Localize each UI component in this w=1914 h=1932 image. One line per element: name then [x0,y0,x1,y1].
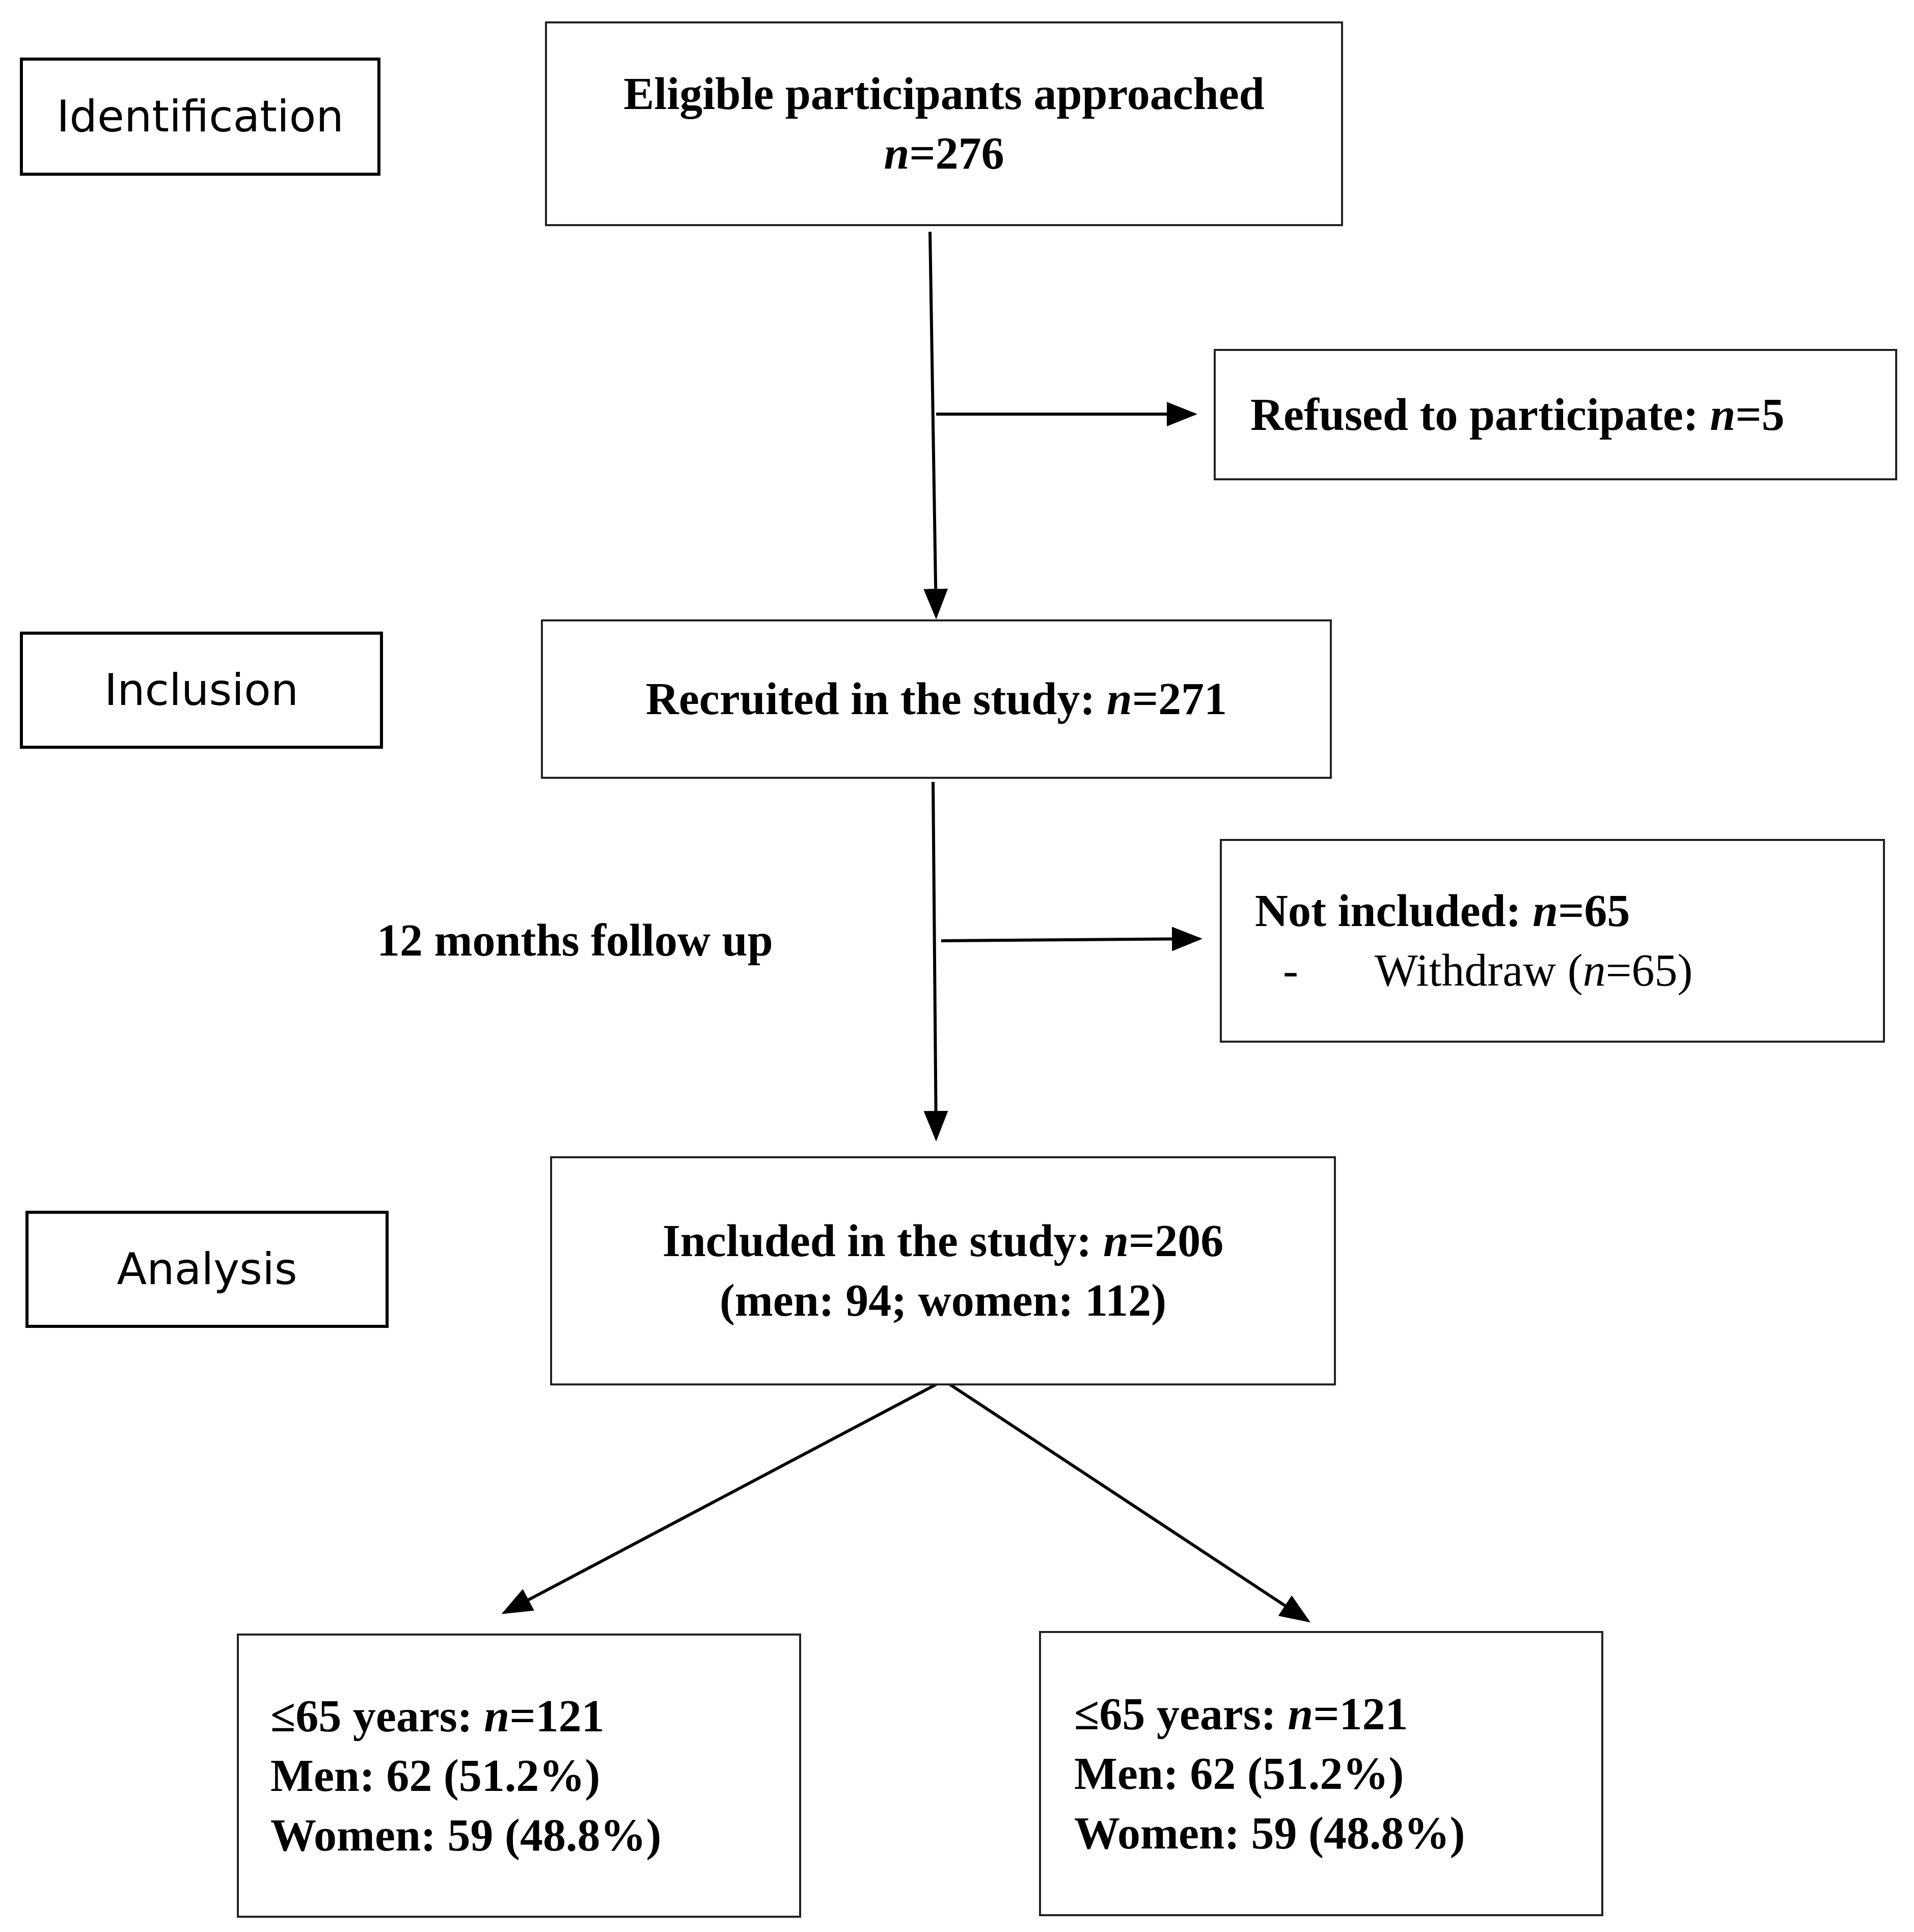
eligible-count-line: n=276 [884,124,1004,183]
not-included-label: Not included: [1255,886,1533,936]
refused-label: Refused to participate: [1250,389,1710,440]
arrow-to-group-right [949,1383,1311,1623]
not-included-count: =65 [1558,886,1630,936]
included-count: =206 [1129,1216,1224,1266]
refused-line: Refused to participate: n=5 [1250,385,1785,445]
group-right-men: Men: 62 (51.2%) [1074,1748,1404,1799]
group-left-age-label: ≤65 years: [270,1691,484,1741]
group-left-women: Women: 59 (48.8%) [270,1810,662,1861]
group-right-age-label: ≤65 years: [1074,1689,1288,1739]
group-right-women: Women: 59 (48.8%) [1074,1808,1465,1859]
n-symbol: n [1106,674,1132,724]
stage-identification: Identification [20,58,380,176]
arrow-to-group-left [501,1383,937,1614]
n-symbol: n [1533,886,1558,936]
bullet-dash: - [1283,945,1298,996]
group-left-men: Men: 62 (51.2%) [270,1750,600,1801]
stage-inclusion-label: Inclusion [104,665,299,716]
stage-identification-label: Identification [57,91,344,142]
group-left-box: ≤65 years: n=121 Men: 62 (51.2%) Women: … [237,1634,801,1918]
arrow-eligible-to-recruited [923,231,948,619]
stage-inclusion: Inclusion [20,632,383,749]
not-included-box: Not included: n=65 -Withdraw (n=65) [1220,839,1885,1043]
included-box: Included in the study: n=206 (men: 94; w… [550,1156,1336,1385]
recruited-line: Recruited in the study: n=271 [646,669,1227,729]
n-symbol: n [1288,1689,1314,1739]
n-symbol: n [484,1691,510,1741]
withdraw-label: Withdraw ( [1374,945,1583,996]
included-line: Included in the study: n=206 [663,1211,1224,1271]
eligible-box: Eligible participants approached n=276 [545,21,1343,226]
refused-box: Refused to participate: n=5 [1214,349,1897,480]
n-symbol: n [1103,1216,1129,1266]
recruited-label: Recruited in the study: [645,674,1107,724]
group-right-box: ≤65 years: n=121 Men: 62 (51.2%) Women: … [1039,1631,1603,1916]
recruited-box: Recruited in the study: n=271 [541,619,1332,779]
n-symbol: n [1710,389,1736,440]
eligible-title: Eligible participants approached [623,69,1265,119]
n-symbol: n [884,128,910,179]
arrow-to-not-included [941,927,1202,951]
n-symbol: n [1582,945,1606,996]
withdraw-line: - Withdraw (n=65) [1255,941,1692,1000]
included-label: Included in the study: [662,1216,1103,1266]
recruited-count: =271 [1132,674,1227,724]
group-right-age-count: =121 [1313,1689,1408,1739]
group-left-age-line: ≤65 years: n=121 [270,1686,605,1746]
included-breakdown: (men: 94; women: 112) [719,1275,1167,1326]
followup-label: 12 months follow up [377,915,773,966]
stage-analysis-label: Analysis [117,1244,297,1295]
refused-count: =5 [1735,389,1785,440]
stage-analysis: Analysis [25,1211,389,1328]
eligible-count: =276 [909,128,1004,179]
arrow-recruited-to-included [923,781,948,1141]
group-right-age-line: ≤65 years: n=121 [1074,1684,1408,1744]
group-left-age-count: =121 [509,1691,605,1741]
not-included-line: Not included: n=65 [1255,881,1630,941]
withdraw-count: =65) [1605,945,1693,996]
